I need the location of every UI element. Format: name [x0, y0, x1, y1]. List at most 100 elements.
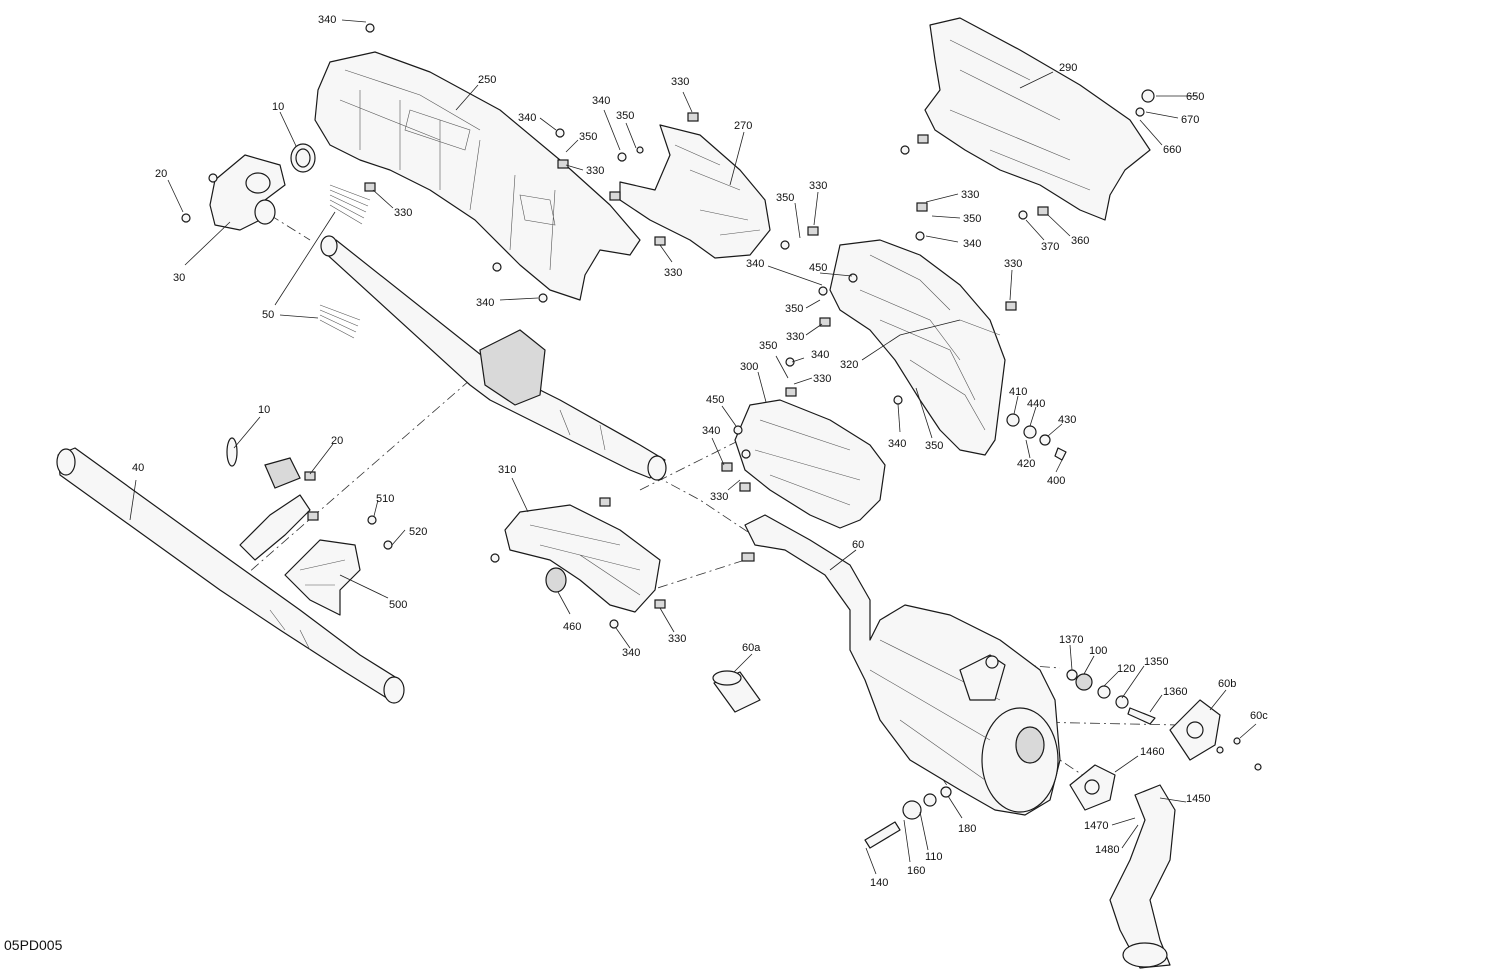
callout: 330: [1004, 258, 1022, 270]
sleeve-60a: [712, 670, 761, 713]
callout: 310: [498, 464, 516, 476]
gasket-1460: [1069, 764, 1116, 811]
callout: 330: [664, 267, 682, 279]
callout: 60: [852, 539, 864, 551]
callout: 1450: [1186, 793, 1210, 805]
callout: 120: [1117, 663, 1135, 675]
clips-330: [304, 112, 1049, 609]
callout: 1480: [1095, 844, 1119, 856]
callout: 180: [958, 823, 976, 835]
callout: 60a: [742, 642, 761, 654]
callout: 340: [318, 14, 336, 26]
callout: 440: [1027, 398, 1045, 410]
callout: 140: [870, 877, 888, 889]
heat-shield-250: [314, 51, 641, 301]
manifold-30: [209, 154, 286, 231]
callout: 1350: [1144, 656, 1168, 668]
callout: 340: [622, 647, 640, 659]
callout: 1360: [1163, 686, 1187, 698]
fasteners: [181, 23, 1262, 771]
callout: 500: [389, 599, 407, 611]
callout: 20: [155, 168, 167, 180]
callout: 60b: [1218, 678, 1236, 690]
callout: 350: [759, 340, 777, 352]
leader-lines: [129, 19, 1257, 875]
flange-10: [290, 143, 316, 173]
callout: 450: [706, 394, 724, 406]
callout: 450: [809, 262, 827, 274]
callout: 300: [740, 361, 758, 373]
callout: 110: [925, 851, 943, 863]
callout: 350: [785, 303, 803, 315]
callout: 60c: [1250, 710, 1268, 722]
callout: 410: [1009, 386, 1027, 398]
callout: 350: [925, 440, 943, 452]
callout: 350: [963, 213, 981, 225]
callout: 330: [809, 180, 827, 192]
lower-exhaust-pipe-40: [56, 447, 405, 704]
diagram-code: 05PD005: [4, 937, 63, 953]
callout: 460: [563, 621, 581, 633]
heat-shield-270: [619, 124, 771, 259]
callout: 330: [671, 76, 689, 88]
callout: 340: [702, 425, 720, 437]
callouts: 340 250 10 20 30 330 50 340 350 330 340 …: [132, 14, 1268, 889]
callout: 340: [518, 112, 536, 124]
callout: 330: [394, 207, 412, 219]
callout: 660: [1163, 144, 1181, 156]
callout: 160: [907, 865, 925, 877]
callout: 360: [1071, 235, 1089, 247]
callout: 400: [1047, 475, 1065, 487]
clamp-60b: [1169, 699, 1221, 761]
callout: 50: [262, 309, 274, 321]
heat-shield-500: [284, 539, 361, 616]
callout: 1370: [1059, 634, 1083, 646]
upper-exhaust-pipe: [320, 235, 667, 481]
callout: 330: [813, 373, 831, 385]
callout: 340: [888, 438, 906, 450]
tail-pipe-1450: [1109, 784, 1176, 969]
callout: 270: [734, 120, 752, 132]
callout: 290: [1059, 62, 1077, 74]
callout: 1470: [1084, 820, 1108, 832]
callout: 250: [478, 74, 496, 86]
callout: 320: [840, 359, 858, 371]
callout: 40: [132, 462, 144, 474]
callout: 30: [173, 272, 185, 284]
callout: 330: [586, 165, 604, 177]
callout: 330: [786, 331, 804, 343]
callout: 340: [963, 238, 981, 250]
callout: 10: [272, 101, 284, 113]
callout: 670: [1181, 114, 1199, 126]
callout: 430: [1058, 414, 1076, 426]
washer-stack: [864, 89, 1156, 849]
heat-shield-320: [829, 239, 1006, 456]
heat-shield-300: [734, 399, 886, 529]
callout: 1460: [1140, 746, 1164, 758]
callout: 510: [376, 493, 394, 505]
heat-shield-290: [924, 17, 1151, 221]
callout: 650: [1186, 91, 1204, 103]
callout: 340: [476, 297, 494, 309]
callout: 330: [710, 491, 728, 503]
callout: 350: [616, 110, 634, 122]
callout: 20: [331, 435, 343, 447]
callout: 330: [961, 189, 979, 201]
callout: 330: [668, 633, 686, 645]
gasket-10-b: [226, 437, 238, 467]
heat-shield-310: [504, 504, 661, 613]
callout: 340: [592, 95, 610, 107]
callout: 340: [811, 349, 829, 361]
callout: 370: [1041, 241, 1059, 253]
callout: 520: [409, 526, 427, 538]
grommet-460: [545, 567, 567, 593]
callout: 10: [258, 404, 270, 416]
springs-50: [319, 184, 371, 339]
callout: 100: [1089, 645, 1107, 657]
callout: 350: [579, 131, 597, 143]
callout: 340: [746, 258, 764, 270]
callout: 350: [776, 192, 794, 204]
muffler-60: [744, 514, 1061, 816]
callout: 420: [1017, 458, 1035, 470]
